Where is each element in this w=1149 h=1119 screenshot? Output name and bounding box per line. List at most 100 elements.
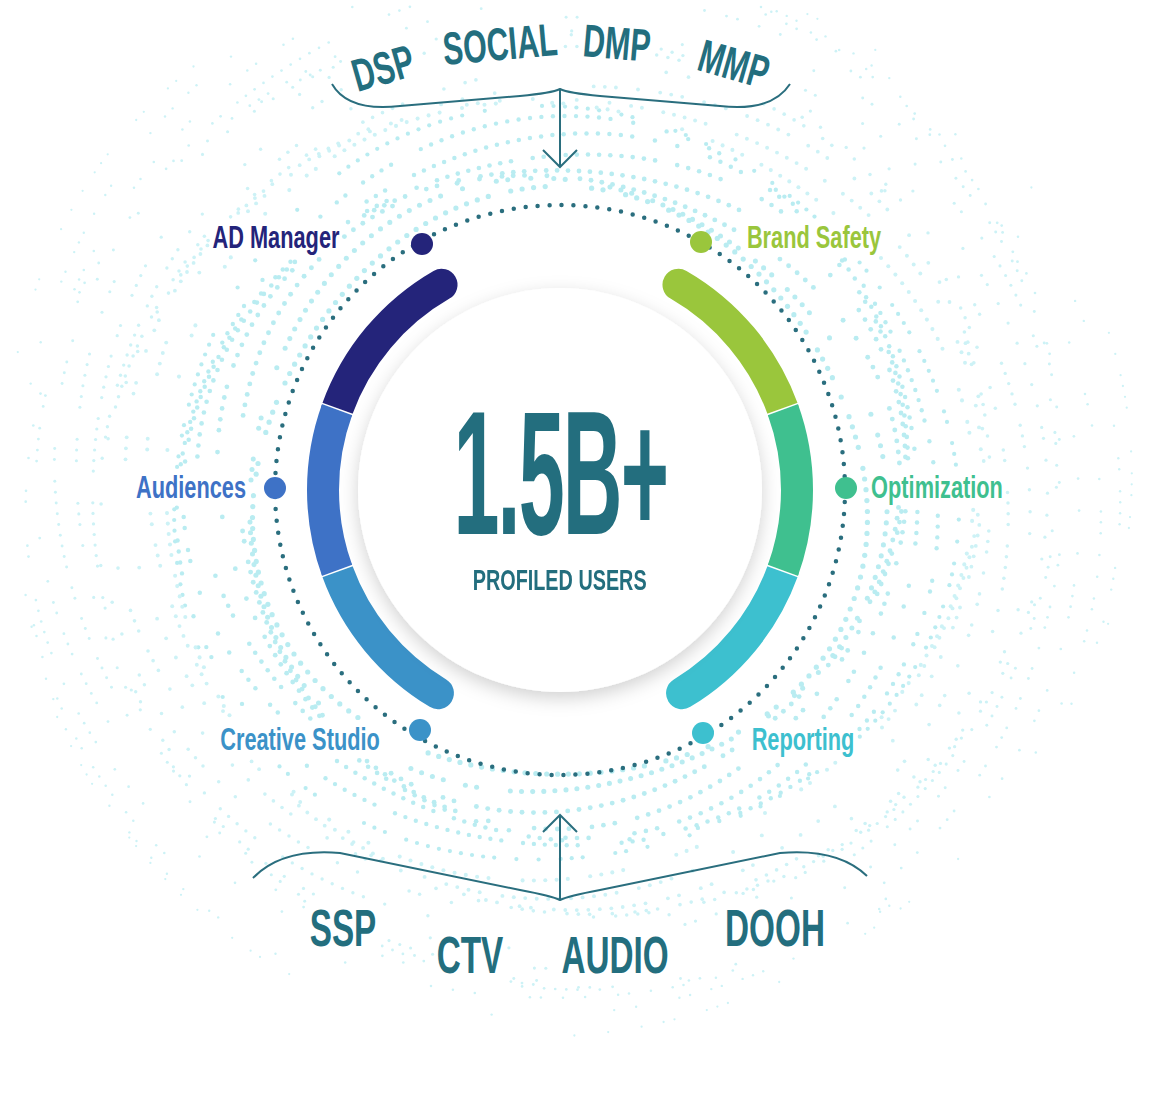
bg-dot (197, 271, 201, 275)
bg-dot (868, 599, 873, 604)
bg-dot (255, 461, 260, 466)
bg-dot (607, 781, 612, 786)
bg-dot (253, 573, 258, 578)
bg-dot (1019, 632, 1022, 635)
bg-dot (846, 414, 851, 419)
bg-dot (899, 198, 902, 201)
bg-dot (240, 702, 244, 706)
bg-dot (288, 292, 293, 297)
bg-dot (939, 160, 942, 163)
bg-dot (1006, 491, 1010, 495)
bg-dot (946, 616, 950, 620)
bg-dot (346, 165, 350, 169)
bg-dot (705, 819, 710, 824)
bg-dot (812, 214, 816, 218)
bg-dot (96, 278, 99, 281)
bg-dot (749, 264, 754, 269)
bg-dot (250, 760, 254, 764)
bg-dot (938, 771, 941, 774)
bg-dot (1050, 373, 1053, 376)
bg-dot (332, 66, 335, 69)
bg-dot (516, 117, 520, 121)
bg-dot (879, 256, 883, 260)
bg-dot (138, 673, 142, 677)
bg-dot (891, 354, 896, 359)
bg-dot (256, 583, 261, 588)
bg-dot (779, 33, 782, 36)
bg-dot (309, 299, 314, 304)
bg-dot (244, 332, 249, 337)
bg-dot (730, 148, 734, 152)
bg-dot (175, 465, 179, 469)
bg-dot (788, 194, 792, 198)
bg-dot (585, 785, 590, 790)
bg-dot (977, 425, 981, 429)
bg-dot (823, 179, 827, 183)
bg-dot (974, 404, 978, 408)
bg-dot (814, 198, 818, 202)
bg-dot (796, 185, 800, 189)
bg-dot (943, 694, 947, 698)
bg-dot (931, 379, 935, 383)
bg-dot (1000, 362, 1003, 365)
bg-dot (875, 592, 880, 597)
bg-dot (433, 215, 438, 220)
bg-dot (480, 7, 483, 10)
bg-dot (901, 810, 904, 813)
bg-dot (653, 158, 658, 163)
bg-dot (172, 529, 176, 533)
bg-dot (905, 405, 910, 410)
bg-dot (290, 268, 295, 273)
bg-dot (247, 641, 252, 646)
bg-dot (362, 776, 367, 781)
bg-dot (426, 20, 429, 23)
bg-dot (448, 849, 452, 853)
bg-dot (55, 502, 58, 505)
bg-dot (1028, 510, 1031, 513)
bg-dot (182, 526, 187, 531)
bg-dot (520, 186, 525, 191)
bg-dot (199, 252, 203, 256)
bg-dot (530, 156, 535, 161)
bg-dot (799, 787, 803, 791)
bg-dot (911, 189, 914, 192)
bg-dot (873, 675, 878, 680)
bg-dot (928, 133, 931, 136)
bg-dot (890, 303, 894, 307)
bg-dot (715, 912, 718, 915)
bg-dot (518, 904, 522, 908)
bg-dot (135, 284, 138, 287)
bg-dot (917, 673, 921, 677)
bg-dot (481, 854, 485, 858)
bg-dot (841, 318, 846, 323)
bg-dot (561, 132, 566, 137)
bg-dot (886, 810, 889, 813)
bg-dot (967, 352, 971, 356)
bg-dot (906, 456, 911, 461)
bg-dot (905, 445, 910, 450)
bg-dot (674, 853, 678, 857)
bg-dot (128, 216, 131, 219)
bg-dot (53, 447, 56, 450)
bg-dot (414, 819, 418, 823)
bg-dot (907, 290, 911, 294)
bg-dot (327, 76, 330, 79)
bg-dot (1001, 231, 1004, 234)
bg-dot (360, 221, 365, 226)
bg-dot (88, 637, 91, 640)
bg-dot (610, 912, 614, 916)
bg-dot (411, 800, 416, 805)
bg-dot (1030, 383, 1033, 386)
bg-dot (916, 786, 919, 789)
bg-dot (507, 828, 512, 833)
bg-dot (870, 365, 875, 370)
bg-dot (279, 685, 284, 690)
bg-dot (864, 498, 869, 503)
bg-dot (608, 153, 613, 158)
bg-dot (494, 828, 499, 833)
bg-dot (663, 181, 668, 186)
bg-dot (993, 255, 996, 258)
bg-dot (1005, 726, 1008, 729)
bg-dot (133, 619, 137, 623)
bg-dot (930, 579, 934, 583)
